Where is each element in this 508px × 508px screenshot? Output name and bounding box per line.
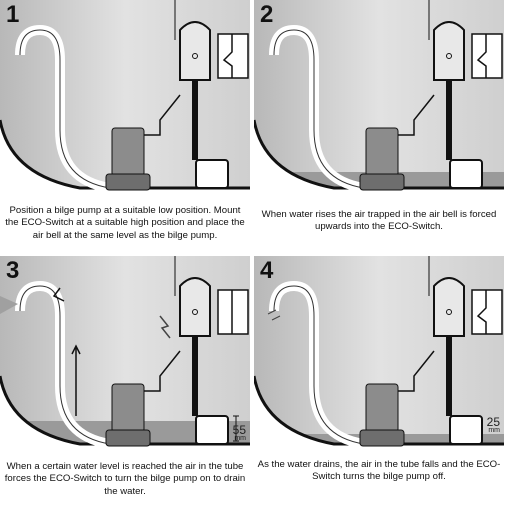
eco-switch bbox=[180, 22, 210, 80]
step-4-illustration bbox=[254, 256, 504, 451]
step-number: 4 bbox=[260, 256, 273, 286]
step-2-panel: 2 bbox=[254, 0, 504, 195]
water-level-unit: mm bbox=[487, 427, 500, 434]
water-level-label: 55 mm bbox=[233, 424, 246, 442]
air-bell bbox=[196, 160, 228, 188]
air-bell bbox=[450, 416, 482, 444]
bilge-pump bbox=[112, 384, 144, 432]
step-3-illustration bbox=[0, 256, 250, 451]
bilge-pump bbox=[112, 128, 144, 176]
switch-contact bbox=[218, 290, 248, 334]
water-level-label: 25 mm bbox=[487, 416, 500, 434]
step-3-panel: 3 55 mm bbox=[0, 256, 250, 451]
bilge-pump-base bbox=[360, 174, 404, 190]
bilge-pump bbox=[366, 128, 398, 176]
step-2-caption: When water rises the air trapped in the … bbox=[256, 209, 502, 234]
switch-contact bbox=[218, 34, 248, 78]
step-number: 1 bbox=[6, 0, 19, 30]
eco-switch bbox=[180, 278, 210, 336]
step-1-caption: Position a bilge pump at a suitable low … bbox=[2, 205, 248, 242]
step-4-panel: 4 25 mm bbox=[254, 256, 504, 451]
water-level-unit: mm bbox=[233, 435, 246, 442]
step-1-panel: 1 bbox=[0, 0, 250, 195]
bilge-pump bbox=[366, 384, 398, 432]
switch-contact bbox=[472, 290, 502, 334]
bilge-pump-base bbox=[106, 174, 150, 190]
switch-contact bbox=[472, 34, 502, 78]
step-number: 2 bbox=[260, 0, 273, 30]
bilge-pump-base bbox=[360, 430, 404, 446]
step-2-illustration bbox=[254, 0, 504, 195]
air-bell bbox=[450, 160, 482, 188]
step-3-caption: When a certain water level is reached th… bbox=[2, 461, 248, 498]
air-bell bbox=[196, 416, 228, 444]
step-number: 3 bbox=[6, 256, 19, 286]
bilge-pump-base bbox=[106, 430, 150, 446]
step-1-illustration bbox=[0, 0, 250, 195]
eco-switch bbox=[434, 22, 464, 80]
step-4-caption: As the water drains, the air in the tube… bbox=[256, 459, 502, 484]
eco-switch bbox=[434, 278, 464, 336]
